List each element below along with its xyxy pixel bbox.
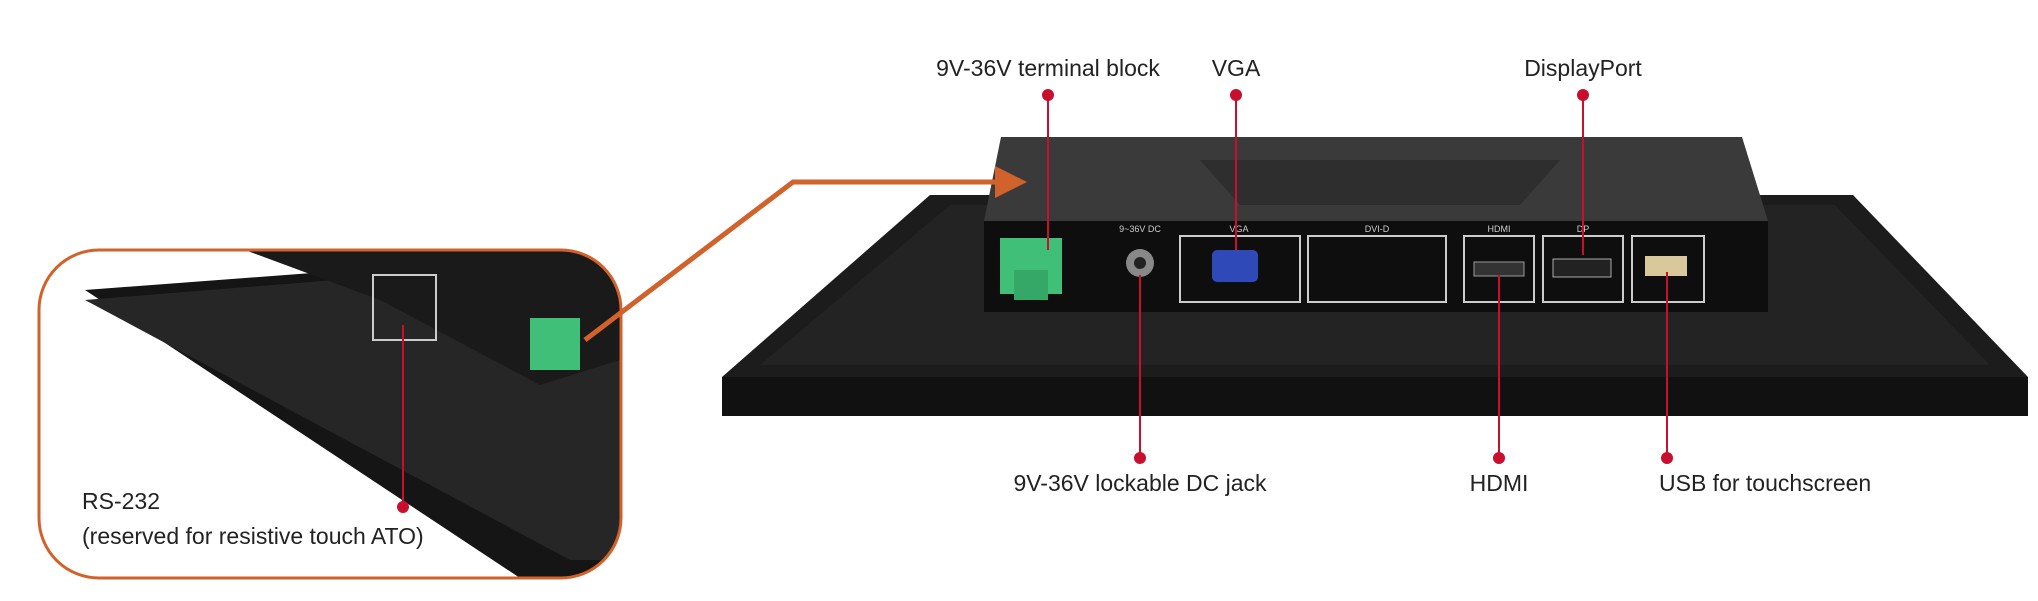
arrow-head-icon: [995, 166, 1027, 198]
label-dc-jack: 9V-36V lockable DC jack: [1013, 470, 1267, 496]
rs232-cover: [372, 274, 437, 341]
displayport-port: [1552, 258, 1612, 278]
label-hdmi: HDMI: [1469, 470, 1529, 496]
inset-terminal-block: [530, 318, 580, 370]
label-displayport: DisplayPort: [1524, 55, 1642, 81]
label-terminal-block: 9V-36V terminal block: [936, 55, 1160, 81]
vga-marking: VGA: [1229, 224, 1248, 234]
monitor-rear-view: VGA DVI-D HDMI DP 9~36V DC: [722, 137, 2028, 416]
usb-port: [1645, 256, 1687, 276]
inset-closeup: [85, 250, 620, 578]
label-rs232-note: (reserved for resistive touch ATO): [82, 523, 424, 549]
label-vga: VGA: [1211, 55, 1261, 81]
label-rs232: RS-232: [82, 488, 160, 514]
dc-marking: 9~36V DC: [1119, 224, 1161, 234]
dvi-marking: DVI-D: [1365, 224, 1390, 234]
dvi-cover: [1307, 235, 1447, 303]
vesa-plate: [1200, 160, 1560, 205]
hdmi-marking: HDMI: [1488, 224, 1511, 234]
label-usb: USB for touchscreen: [1659, 470, 1872, 496]
inset-frame: [37, 248, 623, 580]
zoom-arrow: [583, 179, 1000, 342]
vga-port: [1212, 250, 1258, 282]
callout-lines: [1042, 89, 1673, 464]
hdmi-port: [1473, 261, 1525, 277]
